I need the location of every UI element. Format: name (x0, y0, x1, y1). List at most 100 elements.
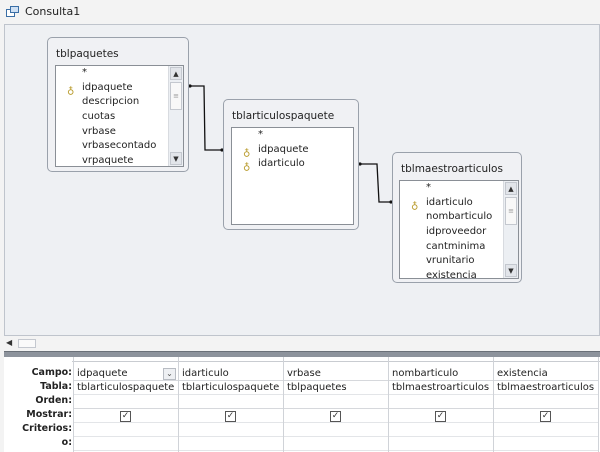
campo-value: existencia (497, 368, 548, 379)
field-name: vrbase (82, 125, 116, 137)
scroll-thumb[interactable]: ≡ (170, 82, 182, 110)
grid-column: existencia tblmaestroarticulos ✓ (493, 357, 598, 452)
cell-o[interactable] (284, 437, 388, 451)
cell-campo[interactable]: idarticulo (179, 367, 283, 381)
table-title: tblarticulospaquete (232, 110, 335, 122)
field-name: vrpaquete (82, 155, 134, 167)
cell-criterios[interactable] (179, 423, 283, 437)
scroll-thumb[interactable] (18, 339, 36, 348)
campo-value: idarticulo (182, 368, 229, 379)
cell-criterios[interactable] (389, 423, 493, 437)
chevron-down-icon[interactable]: ⌄ (163, 368, 176, 380)
grid-column: vrbase tblpaquetes ✓ (283, 357, 388, 452)
relationship-line (189, 85, 223, 151)
field-item[interactable]: idproveedor (400, 225, 518, 240)
field-name: vrbasecontado (82, 140, 157, 152)
primary-key-icon: ♀ (411, 199, 419, 211)
column-selector-bar[interactable] (72, 357, 600, 362)
cell-orden[interactable] (74, 395, 178, 409)
row-label-orden: Orden: (35, 395, 72, 406)
cell-mostrar[interactable]: ✓ (74, 409, 178, 423)
scrollbar[interactable]: ▲ ≡ ▼ (168, 66, 183, 166)
scroll-down-icon[interactable]: ▼ (170, 152, 182, 165)
field-name: idpaquete (258, 143, 309, 155)
show-checkbox[interactable]: ✓ (435, 411, 446, 422)
field-item[interactable]: ♀idpaquete (56, 81, 183, 96)
field-name: existencia (426, 270, 477, 279)
cell-campo[interactable]: nombarticulo (389, 367, 493, 381)
cell-mostrar[interactable]: ✓ (494, 409, 598, 423)
field-item[interactable]: existencia (400, 269, 518, 279)
field-item[interactable]: * (400, 181, 518, 196)
cell-tabla[interactable]: tblarticulospaquete (179, 381, 283, 395)
field-item[interactable]: * (232, 128, 353, 143)
cell-mostrar[interactable]: ✓ (179, 409, 283, 423)
cell-orden[interactable] (284, 395, 388, 409)
cell-criterios[interactable] (494, 423, 598, 437)
field-name: idproveedor (426, 226, 487, 238)
scrollbar[interactable]: ▲ ≡ ▼ (503, 181, 518, 278)
show-checkbox[interactable]: ✓ (330, 411, 341, 422)
field-item[interactable]: ♀idarticulo (232, 157, 353, 172)
cell-campo[interactable]: existencia (494, 367, 598, 381)
cell-tabla[interactable]: tblpaquetes (284, 381, 388, 395)
cell-orden[interactable] (179, 395, 283, 409)
field-item[interactable]: vrbasecontado (56, 139, 183, 154)
scroll-up-icon[interactable]: ▲ (170, 67, 182, 80)
cell-campo[interactable]: vrbase (284, 367, 388, 381)
cell-mostrar[interactable]: ✓ (284, 409, 388, 423)
cell-orden[interactable] (389, 395, 493, 409)
show-checkbox[interactable]: ✓ (225, 411, 236, 422)
horizontal-scrollbar[interactable]: ◀ (4, 337, 600, 350)
tabla-value: tblarticulospaquete (182, 382, 280, 393)
table-tblarticulospaquete[interactable]: tblarticulospaquete *♀idpaquete♀idarticu… (223, 99, 359, 230)
field-name: vrunitario (426, 255, 475, 267)
field-item[interactable]: cantminima (400, 240, 518, 255)
tabla-value: tblpaquetes (287, 382, 347, 393)
scroll-left-icon[interactable]: ◀ (6, 338, 13, 347)
field-list[interactable]: *♀idpaquete♀idarticulo (231, 127, 354, 225)
field-item[interactable]: ♀idpaquete (232, 143, 353, 158)
cell-o[interactable] (179, 437, 283, 451)
field-item[interactable]: vrbase (56, 125, 183, 140)
pane-splitter[interactable] (4, 351, 600, 357)
scroll-down-icon[interactable]: ▼ (505, 264, 517, 277)
table-title: tblpaquetes (56, 48, 119, 60)
tabla-value: tblmaestroarticulos (392, 382, 490, 393)
cell-tabla[interactable]: tblmaestroarticulos (494, 381, 598, 395)
cell-o[interactable] (74, 437, 178, 451)
show-checkbox[interactable]: ✓ (120, 411, 131, 422)
field-item[interactable]: vrpaquete (56, 154, 183, 167)
field-item[interactable]: descripcion (56, 95, 183, 110)
title-bar: Consulta1 (0, 0, 600, 24)
cell-o[interactable] (389, 437, 493, 451)
cell-tabla[interactable]: tblmaestroarticulos (389, 381, 493, 395)
primary-key-icon: ♀ (243, 161, 251, 173)
field-item[interactable]: * (56, 66, 183, 81)
field-item[interactable]: ♀idarticulo (400, 196, 518, 211)
field-item[interactable]: cuotas (56, 110, 183, 125)
table-title: tblmaestroarticulos (401, 163, 503, 175)
scroll-thumb[interactable]: ≡ (505, 197, 517, 225)
row-label-o: o: (61, 437, 72, 448)
grid-column-empty[interactable] (598, 357, 600, 452)
field-name: cuotas (82, 111, 116, 123)
cell-o[interactable] (494, 437, 598, 451)
field-name: * (258, 129, 263, 140)
cell-tabla[interactable]: tblarticulospaquete (74, 381, 178, 395)
show-checkbox[interactable]: ✓ (540, 411, 551, 422)
query-design-grid: Campo: Tabla: Orden: Mostrar: Criterios:… (4, 357, 600, 452)
cell-criterios[interactable] (74, 423, 178, 437)
cell-orden[interactable] (494, 395, 598, 409)
campo-value: vrbase (287, 368, 321, 379)
field-item[interactable]: vrunitario (400, 254, 518, 269)
cell-mostrar[interactable]: ✓ (389, 409, 493, 423)
field-item[interactable]: nombarticulo (400, 210, 518, 225)
cell-criterios[interactable] (284, 423, 388, 437)
cell-campo[interactable]: idpaquete⌄ (74, 367, 178, 381)
scroll-up-icon[interactable]: ▲ (505, 182, 517, 195)
